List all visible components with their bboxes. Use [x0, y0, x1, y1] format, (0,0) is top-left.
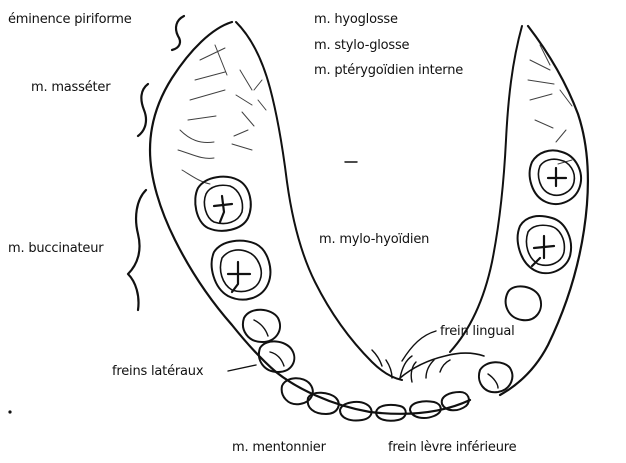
right-molar-1: [530, 150, 581, 204]
label-pterygoidien-interne: m. ptérygoïdien interne: [314, 63, 463, 79]
lingual-arch: [400, 353, 484, 378]
left-ridge-texture: [178, 45, 266, 184]
leader-lines: [228, 162, 436, 371]
label-buccinateur: m. buccinateur: [8, 241, 103, 257]
right-molar-2: [518, 216, 571, 273]
label-brackets: [128, 16, 184, 310]
label-freins-lateraux: freins latéraux: [112, 364, 203, 380]
left-anterior-teeth: [243, 310, 469, 421]
right-ridge-texture: [528, 45, 572, 164]
label-stylo-glosse: m. stylo-glosse: [314, 38, 409, 54]
label-eminence-piriforme: éminence piriforme: [8, 12, 132, 28]
label-hyoglosse: m. hyoglosse: [314, 12, 398, 28]
label-frein-levre-inferieure: frein lèvre inférieure: [388, 440, 516, 456]
label-m-mentonnier: m. mentonnier: [232, 440, 326, 456]
label-mylo-hyoidien: m. mylo-hyoïdien: [319, 232, 429, 248]
frenum-strokes: [372, 350, 450, 382]
left-molar-1: [195, 177, 251, 231]
left-molar-2: [212, 241, 271, 300]
label-frein-lingual: frein lingual: [440, 324, 515, 340]
stray-dot: [8, 410, 11, 413]
label-masseter: m. masséter: [31, 80, 110, 96]
